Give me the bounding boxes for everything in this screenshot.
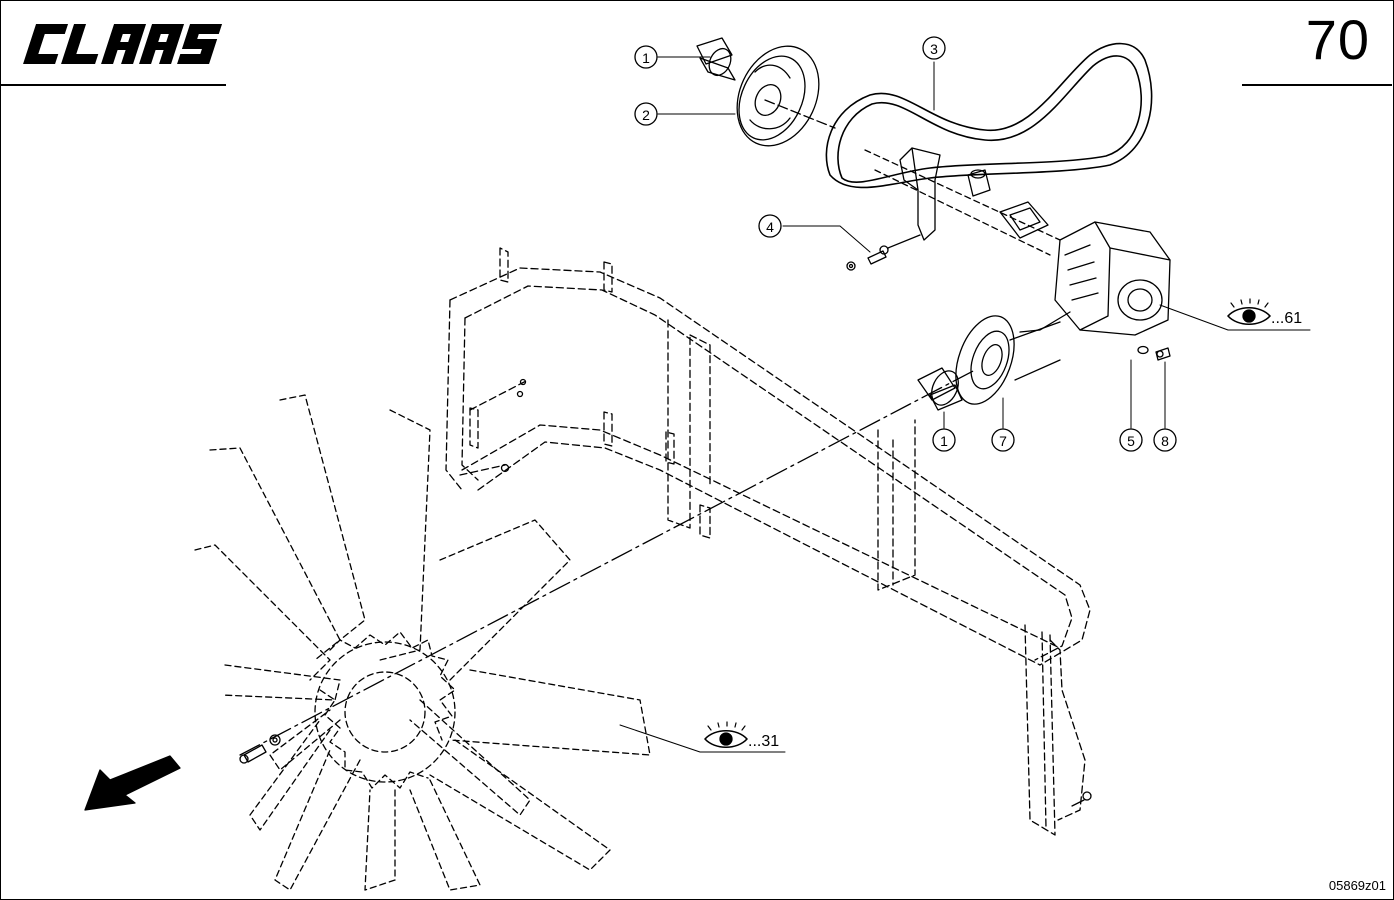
claas-logo (23, 24, 223, 64)
hub-lower (917, 367, 963, 411)
gearbox (1019, 221, 1171, 336)
fan-hub-inner (344, 671, 426, 753)
gearbox-reference: ...61 (1271, 310, 1302, 327)
washer-5 (1137, 345, 1149, 355)
header-rule-right (1242, 84, 1392, 86)
hub-top (696, 37, 736, 81)
fan (194, 394, 651, 891)
eye-icon (1227, 298, 1271, 326)
belt-pulley (736, 45, 820, 147)
bearing-bracket (899, 147, 991, 241)
drive-flange (955, 315, 1061, 405)
leader-lines (619, 56, 1311, 753)
callout-label: 1 (940, 433, 948, 449)
fan-reference: ...31 (748, 733, 779, 750)
v-belt (825, 42, 1153, 189)
callout-label: 7 (999, 433, 1007, 449)
fan-hub-outer (314, 641, 456, 783)
callout-label: 4 (766, 219, 774, 235)
callout-label: 5 (1127, 433, 1135, 449)
page-number: 70 (1305, 8, 1370, 71)
fan-bolt (239, 734, 281, 764)
bracket-bolt (846, 234, 921, 271)
callout-label: 3 (930, 41, 938, 57)
header-rule-left (0, 84, 226, 86)
direction-arrow-icon (84, 755, 181, 811)
frame-bolts (500, 378, 1092, 807)
shaft-housing (864, 149, 1061, 256)
drawing-id: 05869z01 (1328, 878, 1386, 893)
callout-label: 2 (642, 107, 650, 123)
eye-icon (704, 721, 748, 749)
support-frame (445, 247, 1091, 836)
bolt-8 (1155, 347, 1171, 361)
fan-axis (239, 369, 976, 756)
callout-circles (634, 36, 1177, 452)
tensioner-plate (999, 201, 1049, 239)
callout-label: 1 (642, 50, 650, 66)
callout-label: 8 (1161, 433, 1169, 449)
fan-blades (194, 394, 651, 891)
